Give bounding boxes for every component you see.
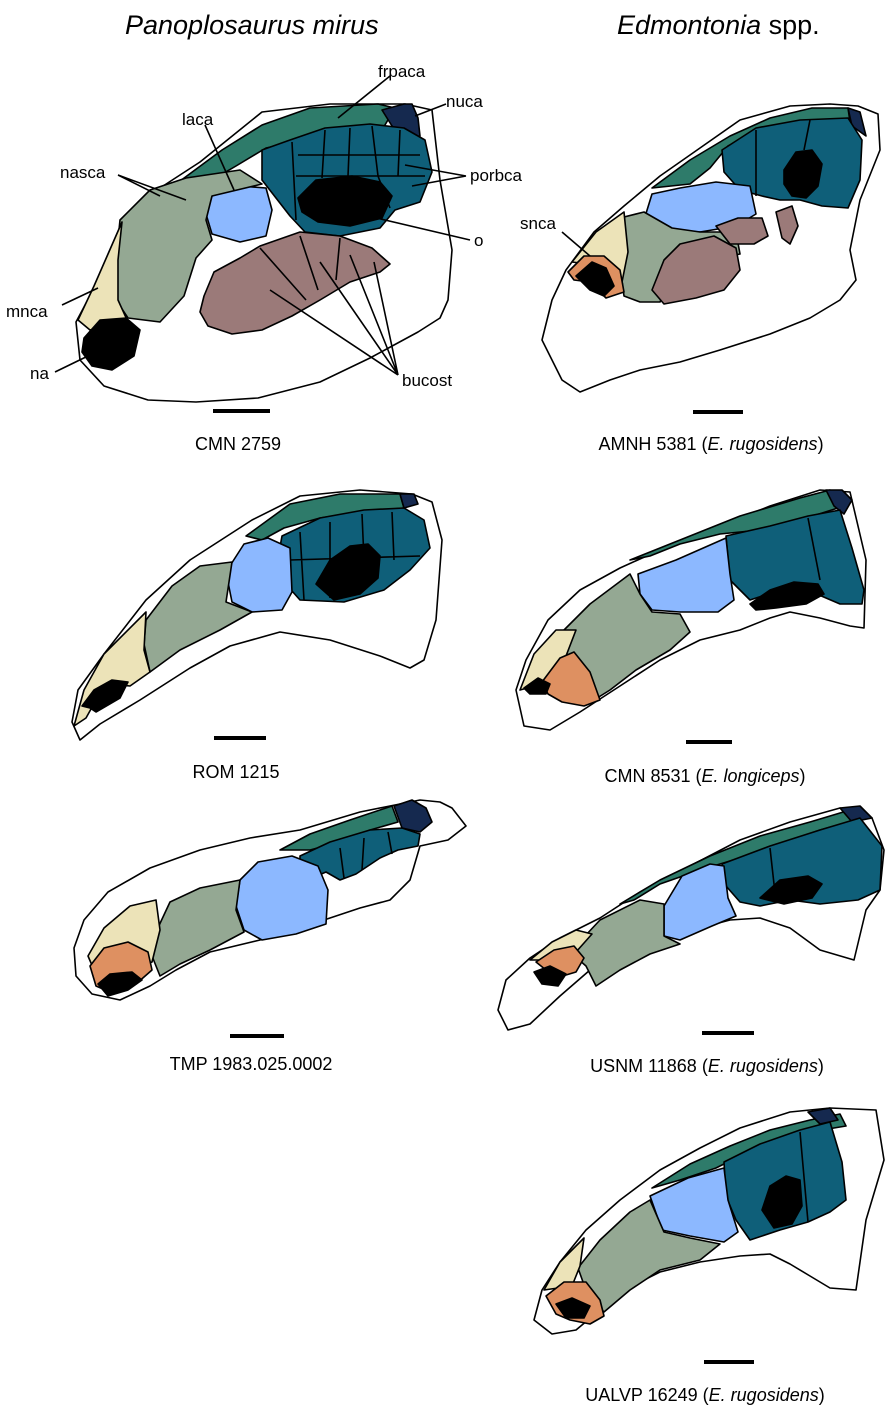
scale-bar-cmn-2759 xyxy=(213,409,270,413)
skull-usnm-11868 xyxy=(498,806,884,1030)
label-snca: snca xyxy=(520,214,556,234)
label-nasca: nasca xyxy=(60,163,105,183)
label-bucost: bucost xyxy=(402,371,452,391)
caption-prefix: UALVP 16249 ( xyxy=(585,1385,708,1405)
scale-bar-tmp-1983 xyxy=(230,1034,284,1038)
caption-text: CMN 2759 xyxy=(195,434,281,454)
label-nuca: nuca xyxy=(446,92,483,112)
caption-close: ) xyxy=(818,1056,824,1076)
caption-amnh-5381: AMNH 5381 (E. rugosidens) xyxy=(598,434,823,455)
scale-bar-usnm-11868 xyxy=(702,1031,754,1035)
caption-close: ) xyxy=(818,434,824,454)
label-porbca: porbca xyxy=(470,166,522,186)
label-na: na xyxy=(30,364,49,384)
caption-ualvp-16249: UALVP 16249 (E. rugosidens) xyxy=(585,1385,825,1406)
caption-prefix: AMNH 5381 ( xyxy=(598,434,707,454)
label-mnca: mnca xyxy=(6,302,48,322)
label-frpaca: frpaca xyxy=(378,62,425,82)
caption-rom-1215: ROM 1215 xyxy=(192,762,279,783)
caption-species: E. rugosidens xyxy=(708,1056,818,1076)
caption-tmp-1983: TMP 1983.025.0002 xyxy=(170,1054,333,1075)
caption-species: E. rugosidens xyxy=(709,1385,819,1405)
label-laca: laca xyxy=(182,110,213,130)
label-o: o xyxy=(474,231,483,251)
caption-prefix: USNM 11868 ( xyxy=(590,1056,708,1076)
skull-cmn-2759 xyxy=(76,104,452,402)
scale-bar-ualvp-16249 xyxy=(704,1360,754,1364)
skull-cmn-8531 xyxy=(516,490,866,730)
scale-bar-rom-1215 xyxy=(214,736,266,740)
scale-bar-amnh-5381 xyxy=(693,410,743,414)
caption-prefix: CMN 8531 ( xyxy=(604,766,701,786)
caption-text: ROM 1215 xyxy=(192,762,279,782)
skull-amnh-5381 xyxy=(542,104,880,392)
caption-species: E. rugosidens xyxy=(707,434,817,454)
caption-text: TMP 1983.025.0002 xyxy=(170,1054,333,1074)
caption-cmn-8531: CMN 8531 (E. longiceps) xyxy=(604,766,805,787)
caption-cmn-2759: CMN 2759 xyxy=(195,434,281,455)
scale-bar-cmn-8531 xyxy=(686,740,732,744)
caption-close: ) xyxy=(819,1385,825,1405)
caption-close: ) xyxy=(800,766,806,786)
caption-usnm-11868: USNM 11868 (E. rugosidens) xyxy=(590,1056,824,1077)
caption-species: E. longiceps xyxy=(701,766,799,786)
skull-ualvp-16249 xyxy=(534,1108,884,1334)
skull-rom-1215 xyxy=(72,490,442,740)
skull-tmp-1983 xyxy=(74,800,466,1000)
